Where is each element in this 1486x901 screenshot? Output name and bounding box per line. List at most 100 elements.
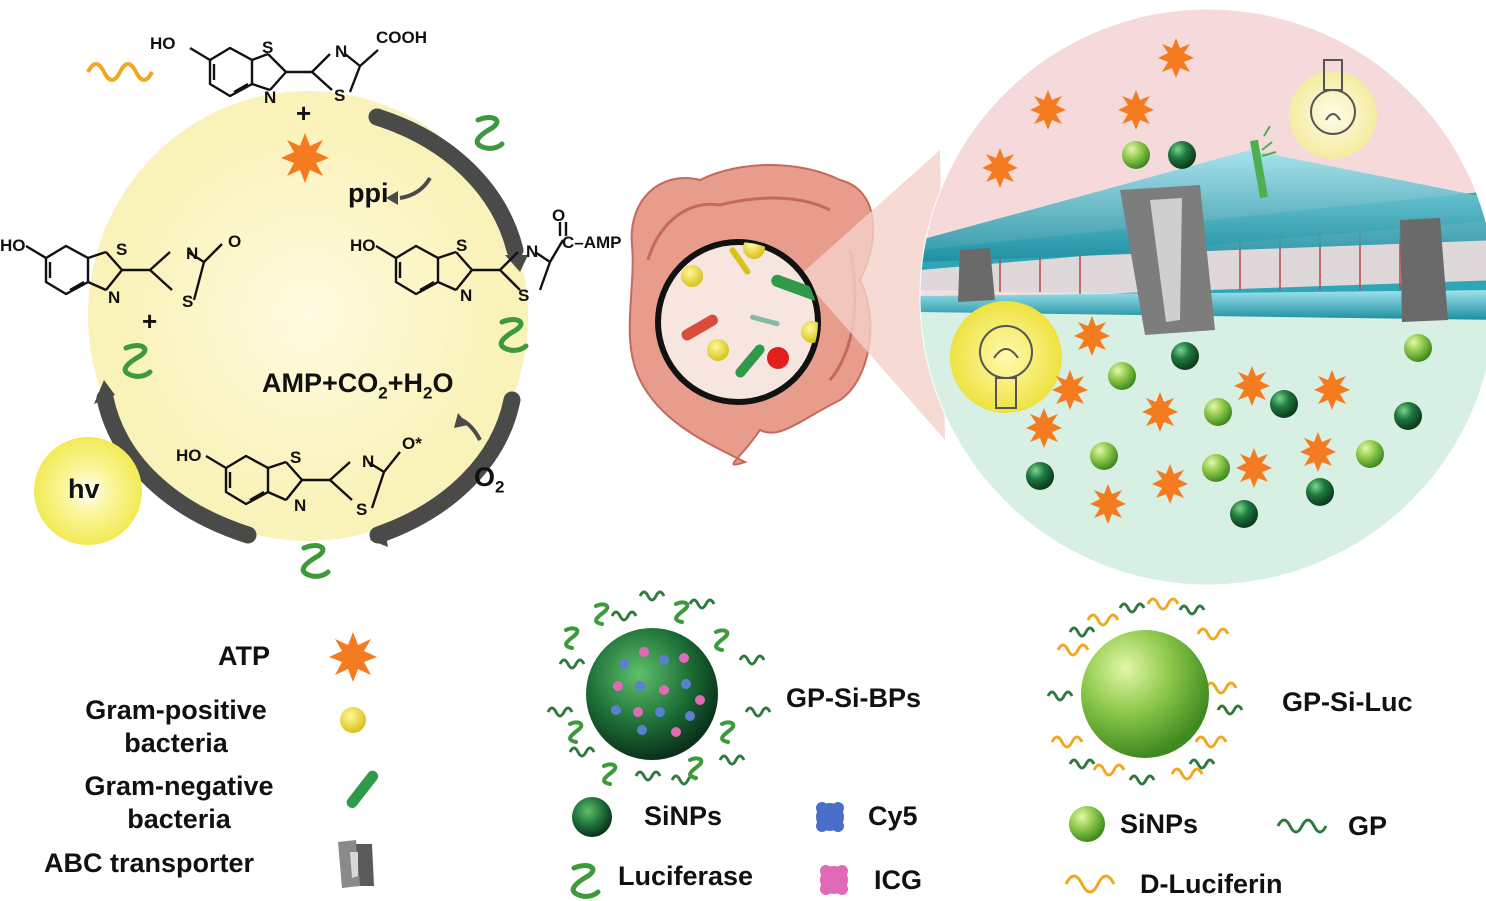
hv-glow xyxy=(34,437,142,545)
o2-label: O2 xyxy=(474,462,504,497)
legend-gram-positive-label: Gram-positive bacteria xyxy=(62,694,290,760)
luciferyl-adenylate-structure xyxy=(375,222,568,296)
gp-si-bps-particle xyxy=(546,590,772,786)
luciferase-icon xyxy=(474,115,505,151)
mol-top-s1: S xyxy=(262,38,274,57)
mol-bottom-ho: HO xyxy=(176,446,202,465)
mol-bottom-s1: S xyxy=(290,448,302,467)
mol-bottom-o-star: O* xyxy=(402,434,422,453)
legend-abc-label: ABC transporter xyxy=(44,848,255,878)
membrane-circle-border xyxy=(919,8,1486,586)
legend-left-icons xyxy=(329,632,379,888)
lightbulb-icon xyxy=(979,325,1033,409)
eq-h: H xyxy=(403,368,424,398)
mol-right-s2: S xyxy=(518,286,530,305)
mol-left-n1: N xyxy=(108,288,121,307)
mol-right-s1: S xyxy=(456,236,468,255)
eq-plus1: + xyxy=(322,368,338,398)
abc-transporter-icon xyxy=(958,185,1448,335)
plus-left: + xyxy=(142,306,158,336)
mol-top-n2: N xyxy=(335,42,348,61)
excited-oxyluciferin-structure xyxy=(205,451,401,509)
gram-positive-icon xyxy=(340,707,366,733)
atp-icon xyxy=(329,632,377,682)
gram-negative-line1: Gram-negative xyxy=(84,771,274,801)
legend-gram-negative-label: Gram-negative bacteria xyxy=(60,770,298,836)
gp-si-bps-title: GP-Si-BPs xyxy=(786,683,922,713)
gp-si-luc-legend xyxy=(1046,597,1328,894)
magnifier-lens xyxy=(655,239,821,405)
arrow-bottom-right xyxy=(369,391,521,544)
luciferase-icon xyxy=(122,343,153,379)
luciferase-icon xyxy=(300,543,331,579)
abc-transporter-legend-icon xyxy=(338,840,374,888)
mol-top-ho: HO xyxy=(150,34,176,53)
d-luciferin-wave-icon xyxy=(1064,874,1116,894)
mol-left-n2: N xyxy=(186,244,199,263)
mol-right-ho: HO xyxy=(350,236,376,255)
o2-o: O xyxy=(474,462,496,492)
lightbulb-icon xyxy=(1310,59,1356,135)
arrow-bottom-left xyxy=(96,389,257,544)
gp-si-luc-particle xyxy=(1046,597,1244,786)
sinps-dark-icon xyxy=(572,797,612,837)
bps-luciferase-label: Luciferase xyxy=(618,861,754,891)
o2-sub: 2 xyxy=(495,477,505,497)
gram-positive-line2: bacteria xyxy=(124,728,228,758)
oxyluciferin-structure xyxy=(25,243,223,301)
magnified-bacteria xyxy=(681,242,818,378)
gp-si-bps-legend xyxy=(546,590,848,899)
molecule-structures xyxy=(25,46,568,509)
amp-equation: AMP+CO2+H2O xyxy=(262,368,454,403)
hv-label: hv xyxy=(68,474,100,504)
eq-plus2: + xyxy=(387,368,404,398)
ppi-label: ppi xyxy=(348,178,389,208)
eq-sub2b: 2 xyxy=(423,383,433,403)
d-luciferin-structure xyxy=(189,46,379,98)
eq-sub2a: 2 xyxy=(378,383,388,403)
bps-cy5-label: Cy5 xyxy=(868,801,918,831)
mol-bottom-n2: N xyxy=(362,452,375,471)
luciferase-legend-icon xyxy=(570,863,601,899)
eq-o: O xyxy=(432,368,454,398)
mol-top-n1: N xyxy=(264,88,277,107)
mol-right-c-amp: C–AMP xyxy=(562,233,622,252)
gp-wave-icon xyxy=(1276,818,1328,834)
luciferase-reaction-cycle xyxy=(25,46,568,579)
light-wave-icon xyxy=(86,62,154,82)
atp-star-icon xyxy=(281,133,329,183)
luc-d-luciferin-label: D-Luciferin xyxy=(1140,869,1283,899)
mol-top-cooh: COOH xyxy=(376,28,427,47)
mol-left-s1: S xyxy=(116,240,128,259)
sinps-light-icon xyxy=(1069,806,1105,842)
cycle-glow xyxy=(88,91,528,541)
mol-right-n1: N xyxy=(460,286,473,305)
mol-left-o: O xyxy=(228,232,242,251)
membrane-zoom-circle xyxy=(919,8,1486,586)
lipid-bilayer xyxy=(920,150,1486,320)
mol-right-o: O xyxy=(552,206,566,225)
gram-negative-icon xyxy=(346,770,379,809)
bps-sinps-label: SiNPs xyxy=(644,801,723,831)
luc-sinps-label: SiNPs xyxy=(1120,809,1199,839)
gram-negative-line2: bacteria xyxy=(127,804,231,834)
nanoparticles xyxy=(1026,141,1432,528)
arrow-top-right xyxy=(368,108,524,259)
legend-atp-label: ATP xyxy=(218,641,270,671)
zoom-cone xyxy=(800,150,945,440)
luc-gp-label: GP xyxy=(1348,811,1388,841)
mol-top-s2: S xyxy=(334,86,346,105)
bulb-glow-bottom xyxy=(950,301,1062,413)
mol-bottom-n1: N xyxy=(294,496,307,515)
mol-left-ho: HO xyxy=(0,236,26,255)
cycle-arrows xyxy=(96,108,524,544)
mol-bottom-s2: S xyxy=(356,500,368,519)
gp-probe xyxy=(1250,139,1268,199)
mol-right-n2: N xyxy=(526,242,539,261)
icg-icon xyxy=(820,865,848,895)
intestine-illustration xyxy=(628,150,945,466)
luciferase-icon xyxy=(498,317,529,353)
eq-amp: AMP xyxy=(262,368,322,398)
plus-top: + xyxy=(296,98,312,128)
